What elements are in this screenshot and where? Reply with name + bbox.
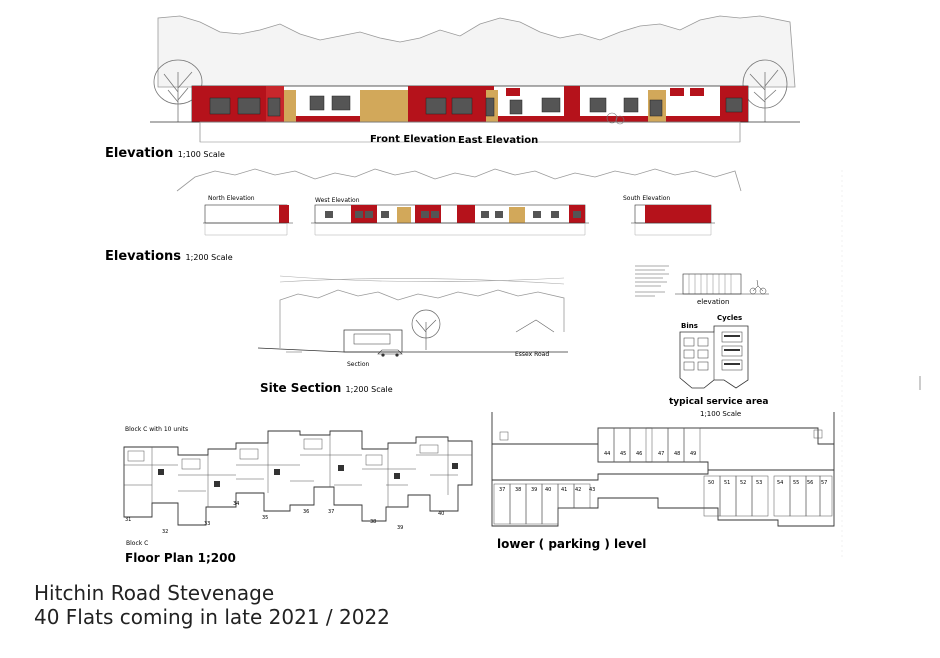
lower-level-title: lower ( parking ) level bbox=[497, 537, 647, 551]
elevation-title: Elevation 1;100 Scale bbox=[105, 146, 225, 161]
north-elevation-label: North Elevation bbox=[208, 195, 255, 202]
parking-bay-number: 40 bbox=[545, 487, 552, 493]
caption-line-1: Hitchin Road Stevenage bbox=[34, 581, 275, 605]
elevations-title-text: Elevations bbox=[105, 249, 181, 264]
plan-unit-number: 38 bbox=[370, 519, 377, 525]
plan-unit-number: 34 bbox=[233, 501, 240, 507]
parking-bay-number: 51 bbox=[724, 480, 731, 486]
parking-bay-number: 54 bbox=[777, 480, 784, 486]
parking-bay-number: 47 bbox=[658, 451, 665, 457]
essex-road-label: Essex Road bbox=[515, 351, 550, 358]
typical-service-scale: 1;100 Scale bbox=[700, 410, 742, 418]
typical-service-label: typical service area bbox=[669, 397, 769, 407]
parking-bay-number: 56 bbox=[807, 480, 814, 486]
parking-bay-number: 38 bbox=[515, 487, 522, 493]
west-elevation-label: West Elevation bbox=[315, 197, 360, 204]
front-elevation-label: Front Elevation bbox=[370, 134, 456, 145]
parking-bay-number: 39 bbox=[531, 487, 538, 493]
page-guide-lines bbox=[841, 170, 921, 560]
site-section-scale: 1;200 Scale bbox=[345, 385, 393, 394]
parking-bay-number: 52 bbox=[740, 480, 747, 486]
parking-bay-number: 49 bbox=[690, 451, 697, 457]
parking-bay-number: 41 bbox=[561, 487, 568, 493]
parking-bay-number: 44 bbox=[604, 451, 611, 457]
site-section-title-text: Site Section bbox=[260, 381, 342, 395]
parking-bay-number: 53 bbox=[756, 480, 763, 486]
floor-plan-title: Floor Plan 1;200 bbox=[125, 551, 236, 565]
block-c-units-label: Block C with 10 units bbox=[125, 426, 189, 433]
plan-unit-number: 36 bbox=[303, 509, 310, 515]
site-section-title: Site Section 1;200 Scale bbox=[260, 381, 393, 395]
parking-bay-number: 45 bbox=[620, 451, 627, 457]
parking-bay-number: 43 bbox=[589, 487, 596, 493]
service-elevation-label: elevation bbox=[697, 298, 730, 306]
parking-level-drawing bbox=[491, 412, 835, 527]
parking-bay-number: 50 bbox=[708, 480, 715, 486]
bins-label: Bins bbox=[681, 322, 698, 330]
east-elevation-label: East Elevation bbox=[458, 135, 539, 146]
plan-unit-number: 39 bbox=[397, 525, 404, 531]
plan-unit-number: 35 bbox=[262, 515, 269, 521]
block-c-label: Block C bbox=[126, 540, 149, 547]
parking-bay-number: 37 bbox=[499, 487, 506, 493]
elevations-title: Elevations 1;200 Scale bbox=[105, 249, 233, 264]
plan-unit-number: 37 bbox=[328, 509, 335, 515]
caption-line-2: 40 Flats coming in late 2021 / 2022 bbox=[34, 605, 390, 629]
floor-plan-drawing bbox=[123, 430, 473, 526]
elevation-title-text: Elevation bbox=[105, 146, 174, 161]
front-elevation-drawing bbox=[150, 15, 800, 143]
elevations-drawing bbox=[176, 168, 742, 236]
elevation-scale: 1;100 Scale bbox=[177, 150, 225, 159]
south-elevation-label: South Elevation bbox=[623, 195, 671, 202]
plan-unit-number: 32 bbox=[162, 529, 169, 535]
parking-bay-number: 46 bbox=[636, 451, 643, 457]
plan-unit-number: 40 bbox=[438, 511, 445, 517]
parking-bay-number: 57 bbox=[821, 480, 828, 486]
parking-bay-number: 55 bbox=[793, 480, 800, 486]
plan-unit-number: 33 bbox=[204, 521, 211, 527]
site-section-drawing bbox=[258, 275, 568, 357]
plan-unit-number: 31 bbox=[125, 517, 132, 523]
parking-bay-number: 42 bbox=[575, 487, 582, 493]
service-elevation-drawing bbox=[635, 265, 769, 297]
cycles-label: Cycles bbox=[717, 314, 743, 322]
service-plan-drawing bbox=[679, 325, 749, 389]
elevations-scale: 1;200 Scale bbox=[185, 253, 233, 262]
section-small-label: Section bbox=[347, 361, 370, 368]
parking-bay-number: 48 bbox=[674, 451, 681, 457]
